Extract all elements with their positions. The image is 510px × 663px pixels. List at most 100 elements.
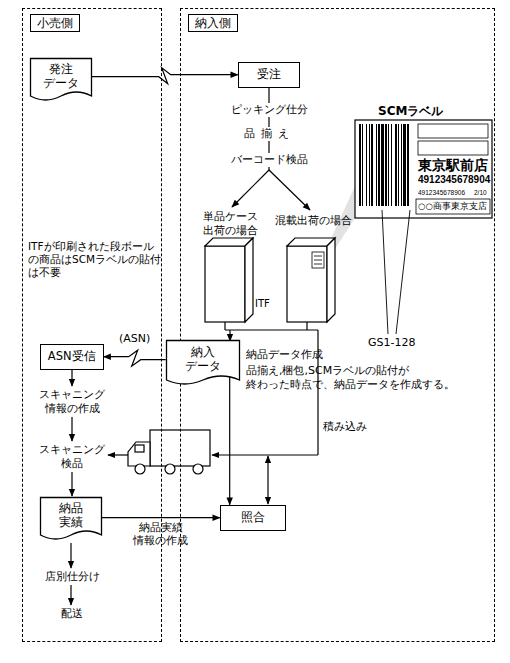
flow-line xyxy=(224,322,225,330)
barcode-bars xyxy=(371,124,373,206)
step-text: スキャニング 検品 xyxy=(34,443,110,471)
carton-box xyxy=(314,264,322,265)
lane-header: 小売側 xyxy=(30,14,80,32)
document-outline xyxy=(40,497,101,539)
node-text: 照合 xyxy=(241,511,265,525)
flow-connector xyxy=(104,350,166,366)
node-content: 発注 データ xyxy=(30,58,92,104)
carton-box xyxy=(205,238,335,322)
carton-box xyxy=(314,260,322,261)
code-number: 4912345678904 xyxy=(418,174,490,187)
document-shape: 納入 データ xyxy=(166,340,240,388)
edge-label: 納品実績 情報の作成 xyxy=(126,521,196,549)
step-text: スキャニング 情報の作成 xyxy=(34,388,110,416)
delivery-truck xyxy=(135,445,144,452)
branch-text: 混載出荷の場合 xyxy=(272,214,354,228)
barcode-bars xyxy=(366,124,367,206)
flow-line xyxy=(71,417,72,441)
node-content: 受注 xyxy=(239,63,299,87)
barcode-bars xyxy=(362,124,363,206)
flow-connector xyxy=(92,68,238,84)
barcode-bars xyxy=(407,124,409,206)
barcode-bars xyxy=(388,124,389,206)
scm-label xyxy=(418,141,488,155)
lane-header: 納入側 xyxy=(188,14,238,32)
document-shape: 発注 データ xyxy=(30,58,92,104)
count-number: 2/10 xyxy=(474,189,487,197)
callout-text: GS1-128 xyxy=(368,336,415,350)
flow-line xyxy=(229,330,230,341)
leader-line xyxy=(382,210,410,334)
delivery-truck xyxy=(128,442,150,466)
step-text: 積み込み xyxy=(323,420,367,434)
flow-connector xyxy=(229,377,230,505)
edge-label: (ASN) xyxy=(110,332,160,346)
barcode-bars xyxy=(391,124,392,206)
note-text: 品揃え,梱包,SCMラベルの貼付が 終わった時点で、納品データを作成する。 xyxy=(246,364,491,392)
flow-line xyxy=(70,543,71,568)
flow-line xyxy=(71,88,318,605)
barcode-bars xyxy=(385,124,387,206)
carton-box xyxy=(245,238,253,322)
barcode-bars xyxy=(369,124,370,206)
step-text: 納品データ作成 xyxy=(246,348,323,362)
step-text: 配送 xyxy=(34,607,110,621)
scm-label xyxy=(355,120,492,218)
delivery-truck xyxy=(128,430,210,474)
barcode-bars xyxy=(403,124,406,206)
barcode-bars xyxy=(359,124,409,206)
carton-mark: ITF xyxy=(255,298,270,311)
barcode-bars xyxy=(395,124,397,206)
branch-text: 単品ケース 出荷の場合 xyxy=(196,210,264,238)
note-text: ITFが印刷された段ボール の商品はSCMラベルの貼付 は不要 xyxy=(28,240,160,279)
node-content: 納品 実績 xyxy=(40,497,102,543)
flow-line xyxy=(267,456,268,504)
step-text: 品揃え xyxy=(234,127,304,141)
carton-box xyxy=(287,246,327,322)
document-outline xyxy=(30,58,91,100)
barcode-bars xyxy=(401,124,402,206)
vendor-name: ○○商事東京支店 xyxy=(418,201,487,212)
flow-line xyxy=(108,454,128,455)
node-content: ASN受信 xyxy=(41,345,103,369)
node-text: 発注 データ xyxy=(39,63,83,91)
leader-line xyxy=(396,210,410,334)
barcode-bars xyxy=(381,124,384,206)
store-name: 東京駅前店 xyxy=(418,157,488,175)
step-text: バーコード検品 xyxy=(224,153,314,167)
flow-line xyxy=(306,322,307,330)
node-text: 納入 データ xyxy=(181,346,225,374)
barcode-bars xyxy=(398,124,399,206)
code-number: 4912345678906 xyxy=(418,189,465,197)
leader-line xyxy=(382,210,388,334)
node-content: 納入 データ xyxy=(166,340,240,388)
carton-box xyxy=(314,256,322,257)
illustration-title: SCMラベル xyxy=(378,104,443,119)
carton-box xyxy=(205,246,245,322)
document-outline xyxy=(166,340,239,384)
flow-line xyxy=(225,329,318,330)
flow-line xyxy=(269,170,310,210)
barcode-bars xyxy=(359,124,361,206)
scm-label xyxy=(418,124,488,138)
flow-line xyxy=(71,472,72,496)
node-text: 受注 xyxy=(257,68,281,82)
flow-connector xyxy=(102,517,220,518)
flow-line xyxy=(70,585,71,605)
document-shape: 納品 実績 xyxy=(40,497,102,543)
process-box: 受注 xyxy=(238,62,300,88)
process-box: ASN受信 xyxy=(40,344,104,370)
process-box: 照合 xyxy=(220,505,286,531)
carton-box xyxy=(312,252,324,268)
carton-box xyxy=(327,238,335,322)
barcode-bars xyxy=(378,124,380,206)
node-text: ASN受信 xyxy=(48,350,96,364)
node-text: 納品 実績 xyxy=(49,502,93,530)
step-text: 店別仕分け xyxy=(34,570,110,584)
delivery-truck xyxy=(193,464,203,474)
